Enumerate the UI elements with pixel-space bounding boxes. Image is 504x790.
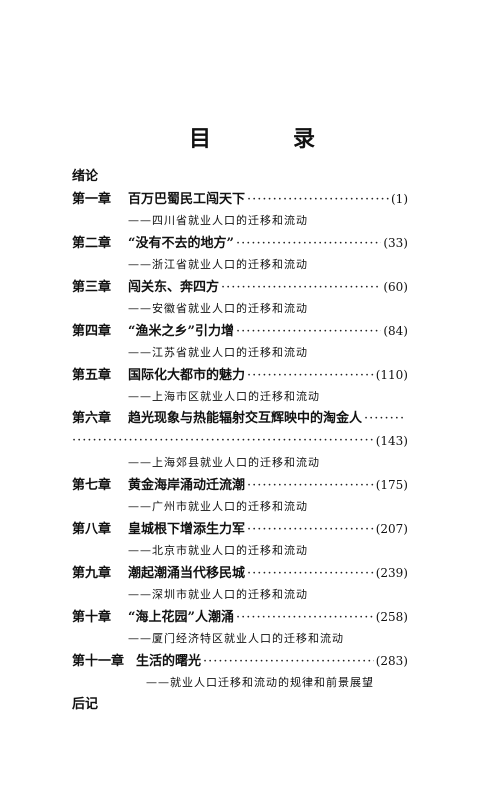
toc-intro[interactable]: 绪论	[72, 169, 99, 184]
toc-entry-9[interactable]: 第九章 潮起潮涌当代移民城 (239)	[72, 562, 408, 584]
toc-entry-6[interactable]: 第六章 趋光现象与热能辐射交互辉映中的淘金人	[72, 408, 408, 430]
dot-leader	[236, 321, 381, 343]
toc-entry-4[interactable]: 第四章 “渔米之乡”引力增 (84)	[72, 320, 408, 342]
toc-entry-1[interactable]: 第一章 百万巴蜀民工闯天下 (1)	[72, 188, 408, 210]
chapter-subtitle: ——安徽省就业人口的迁移和流动	[128, 302, 308, 315]
page-number: (239)	[375, 566, 408, 580]
chapter-number: 第二章	[72, 236, 112, 251]
page-number: (207)	[375, 522, 408, 536]
chapter-title: 皇城根下增添生力军	[128, 522, 246, 537]
chapter-title: 黄金海岸涌动迁流潮	[128, 478, 246, 493]
page-number: (143)	[375, 434, 408, 448]
dot-leader	[247, 475, 374, 497]
chapter-number: 第五章	[72, 368, 112, 383]
chapter-subtitle: ——厦门经济特区就业人口的迁移和流动	[128, 632, 344, 645]
page-number: (1)	[391, 192, 408, 206]
chapter-subtitle: ——上海郊县就业人口的迁移和流动	[128, 456, 320, 469]
page-number: (258)	[375, 610, 408, 624]
chapter-number: 第四章	[72, 324, 112, 339]
page-number: (84)	[383, 324, 408, 338]
chapter-subtitle: ——浙江省就业人口的迁移和流动	[128, 258, 308, 271]
chapter-title: “没有不去的地方”	[128, 236, 234, 251]
toc-entry-6-continuation: (143)	[72, 430, 408, 452]
page-number: (283)	[375, 654, 408, 668]
chapter-subtitle: ——广州市就业人口的迁移和流动	[128, 500, 308, 513]
chapter-subtitle: ——北京市就业人口的迁移和流动	[128, 544, 308, 557]
table-of-contents: 绪论 第一章 百万巴蜀民工闯天下 (1) ——四川省就业人口的迁移和流动 第二章…	[72, 166, 408, 716]
toc-entry-5[interactable]: 第五章 国际化大都市的魅力 (110)	[72, 364, 408, 386]
toc-entry-2[interactable]: 第二章 “没有不去的地方” (33)	[72, 232, 408, 254]
dot-leader	[203, 651, 374, 673]
chapter-title: 百万巴蜀民工闯天下	[128, 192, 246, 207]
toc-entry-11[interactable]: 第十一章 生活的曙光 (283)	[72, 650, 408, 672]
chapter-number: 第十一章	[72, 654, 125, 669]
dot-leader	[247, 189, 389, 211]
dot-leader	[236, 607, 374, 629]
chapter-title: 生活的曙光	[136, 654, 202, 669]
chapter-number: 第七章	[72, 478, 112, 493]
chapter-subtitle: ——上海市区就业人口的迁移和流动	[128, 390, 320, 403]
toc-entry-10[interactable]: 第十章 “海上花园”人潮涌 (258)	[72, 606, 408, 628]
page-number: (60)	[383, 280, 408, 294]
page-number: (110)	[375, 368, 408, 382]
dot-leader	[247, 563, 374, 585]
chapter-number: 第九章	[72, 566, 112, 581]
page-number: (33)	[383, 236, 408, 250]
toc-entry-8[interactable]: 第八章 皇城根下增添生力军 (207)	[72, 518, 408, 540]
chapter-title: “渔米之乡”引力增	[128, 324, 234, 339]
chapter-number: 第三章	[72, 280, 112, 295]
chapter-title: “海上花园”人潮涌	[128, 610, 234, 625]
chapter-subtitle: ——江苏省就业人口的迁移和流动	[128, 346, 308, 359]
chapter-title: 国际化大都市的魅力	[128, 368, 246, 383]
chapter-number: 第六章	[72, 411, 112, 426]
chapter-title: 闯关东、奔四方	[128, 280, 220, 295]
dot-leader	[364, 408, 406, 430]
dot-leader	[72, 430, 374, 452]
page-title: 目 录	[188, 126, 345, 152]
chapter-number: 第八章	[72, 522, 112, 537]
chapter-title: 趋光现象与热能辐射交互辉映中的淘金人	[128, 411, 363, 426]
dot-leader	[236, 233, 381, 255]
dot-leader	[221, 277, 381, 299]
chapter-subtitle: ——四川省就业人口的迁移和流动	[128, 214, 308, 227]
toc-entry-3[interactable]: 第三章 闯关东、奔四方 (60)	[72, 276, 408, 298]
chapter-subtitle: ——就业人口迁移和流动的规律和前景展望	[146, 676, 374, 689]
toc-entry-7[interactable]: 第七章 黄金海岸涌动迁流潮 (175)	[72, 474, 408, 496]
chapter-number: 第一章	[72, 192, 112, 207]
chapter-title: 潮起潮涌当代移民城	[128, 566, 246, 581]
toc-outro[interactable]: 后记	[72, 697, 99, 712]
page-number: (175)	[375, 478, 408, 492]
chapter-number: 第十章	[72, 610, 112, 625]
dot-leader	[247, 519, 374, 541]
chapter-subtitle: ——深圳市就业人口的迁移和流动	[128, 588, 308, 601]
dot-leader	[247, 365, 374, 387]
